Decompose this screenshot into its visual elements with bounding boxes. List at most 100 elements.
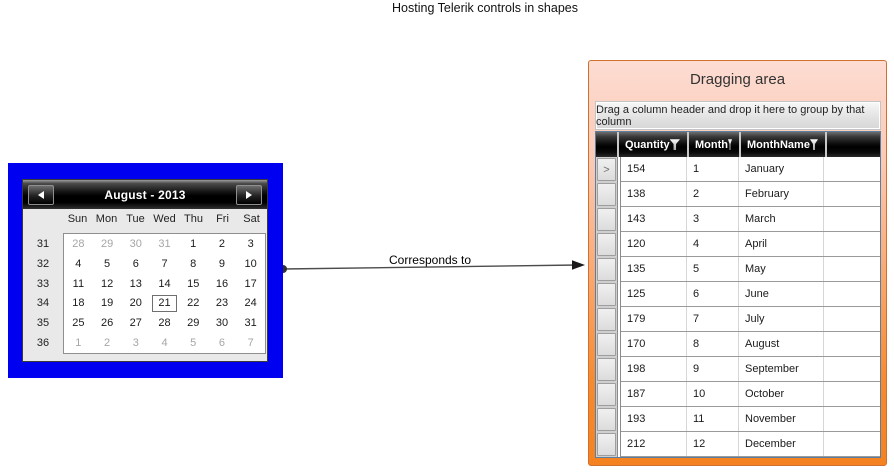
calendar-day-cell[interactable]: 8 [179, 254, 208, 274]
cell-quantity[interactable]: 187 [621, 382, 687, 406]
cell-month[interactable]: 8 [687, 332, 739, 356]
row-indicator[interactable] [597, 433, 616, 456]
calendar-day-cell[interactable]: 30 [208, 313, 237, 333]
cell-monthname[interactable]: February [739, 182, 824, 206]
calendar-day-cell[interactable]: 5 [179, 333, 208, 353]
cell-monthname[interactable]: January [739, 157, 824, 181]
cell-month[interactable]: 3 [687, 207, 739, 231]
group-by-drop-zone[interactable]: Drag a column header and drop it here to… [595, 101, 881, 130]
row-indicator[interactable] [597, 308, 616, 331]
calendar-day-cell-selected[interactable]: 21 [150, 293, 179, 313]
calendar-day-cell[interactable]: 22 [179, 293, 208, 313]
calendar-day-cell[interactable]: 4 [150, 333, 179, 353]
row-indicator[interactable] [597, 383, 616, 406]
calendar-day-cell[interactable]: 11 [64, 274, 93, 294]
calendar-day-cell[interactable]: 17 [236, 274, 265, 294]
cell-monthname[interactable]: October [739, 382, 824, 406]
row-indicator[interactable] [597, 408, 616, 431]
cell-quantity[interactable]: 198 [621, 357, 687, 381]
calendar-day-cell[interactable]: 2 [93, 333, 122, 353]
row-indicator[interactable] [597, 258, 616, 281]
calendar-day-cell[interactable]: 27 [121, 313, 150, 333]
cell-monthname[interactable]: June [739, 282, 824, 306]
row-indicator[interactable] [597, 233, 616, 256]
calendar-day-cell[interactable]: 6 [121, 254, 150, 274]
calendar-next-button[interactable] [235, 184, 262, 205]
filter-funnel-icon[interactable] [809, 139, 818, 150]
cell-quantity[interactable]: 120 [621, 232, 687, 256]
calendar-day-cell[interactable]: 6 [208, 333, 237, 353]
cell-month[interactable]: 7 [687, 307, 739, 331]
calendar-day-cell[interactable]: 28 [64, 234, 93, 254]
cell-monthname[interactable]: March [739, 207, 824, 231]
calendar-day-cell[interactable]: 2 [208, 234, 237, 254]
cell-monthname[interactable]: August [739, 332, 824, 356]
cell-month[interactable]: 2 [687, 182, 739, 206]
cell-month[interactable]: 4 [687, 232, 739, 256]
calendar-day-cell[interactable]: 29 [93, 234, 122, 254]
cell-quantity[interactable]: 138 [621, 182, 687, 206]
calendar-day-cell[interactable]: 9 [208, 254, 237, 274]
cell-quantity[interactable]: 154 [621, 157, 687, 181]
calendar-day-cell[interactable]: 14 [150, 274, 179, 294]
cell-month[interactable]: 6 [687, 282, 739, 306]
calendar-day-cell[interactable]: 31 [236, 313, 265, 333]
cell-monthname[interactable]: November [739, 407, 824, 431]
cell-month[interactable]: 1 [687, 157, 739, 181]
calendar-day-cell[interactable]: 13 [121, 274, 150, 294]
cell-month[interactable]: 5 [687, 257, 739, 281]
cell-monthname[interactable]: May [739, 257, 824, 281]
calendar-prev-button[interactable] [28, 184, 54, 205]
calendar-day-cell[interactable]: 25 [64, 313, 93, 333]
calendar-day-cell[interactable]: 1 [64, 333, 93, 353]
row-indicator[interactable] [597, 283, 616, 306]
cell-monthname[interactable]: April [739, 232, 824, 256]
calendar-day-cell[interactable]: 23 [208, 293, 237, 313]
filter-funnel-icon[interactable] [727, 139, 732, 150]
calendar-day-cell[interactable]: 24 [236, 293, 265, 313]
calendar-day-cell[interactable]: 16 [208, 274, 237, 294]
calendar-day-cell[interactable]: 18 [64, 293, 93, 313]
cell-month[interactable]: 9 [687, 357, 739, 381]
column-header-monthname[interactable]: MonthName [741, 132, 825, 157]
calendar-day-cell[interactable]: 1 [179, 234, 208, 254]
calendar-day-cell[interactable]: 29 [179, 313, 208, 333]
row-indicator[interactable] [597, 333, 616, 356]
calendar-day-cell[interactable]: 7 [236, 333, 265, 353]
calendar-day-cell[interactable]: 20 [121, 293, 150, 313]
cell-quantity[interactable]: 170 [621, 332, 687, 356]
calendar-day-cell[interactable]: 31 [150, 234, 179, 254]
calendar-day-cell[interactable]: 30 [121, 234, 150, 254]
calendar-day-cell[interactable]: 28 [150, 313, 179, 333]
cell-month[interactable]: 11 [687, 407, 739, 431]
calendar-day-cell[interactable]: 4 [64, 254, 93, 274]
calendar-day-cell[interactable]: 19 [93, 293, 122, 313]
calendar-day-cell[interactable]: 10 [236, 254, 265, 274]
cell-monthname[interactable]: September [739, 357, 824, 381]
row-indicator[interactable] [597, 358, 616, 381]
cell-monthname[interactable]: December [739, 432, 824, 456]
calendar-day-cell[interactable]: 3 [236, 234, 265, 254]
current-row-indicator[interactable]: > [597, 158, 616, 181]
cell-quantity[interactable]: 135 [621, 257, 687, 281]
row-indicator[interactable] [597, 208, 616, 231]
calendar-day-cell[interactable]: 7 [150, 254, 179, 274]
calendar-day-cell[interactable]: 5 [93, 254, 122, 274]
dragging-area-shape[interactable]: Dragging area Drag a column header and d… [588, 60, 887, 466]
cell-quantity[interactable]: 179 [621, 307, 687, 331]
cell-month[interactable]: 10 [687, 382, 739, 406]
cell-quantity[interactable]: 125 [621, 282, 687, 306]
column-header-month[interactable]: Month [689, 132, 739, 157]
